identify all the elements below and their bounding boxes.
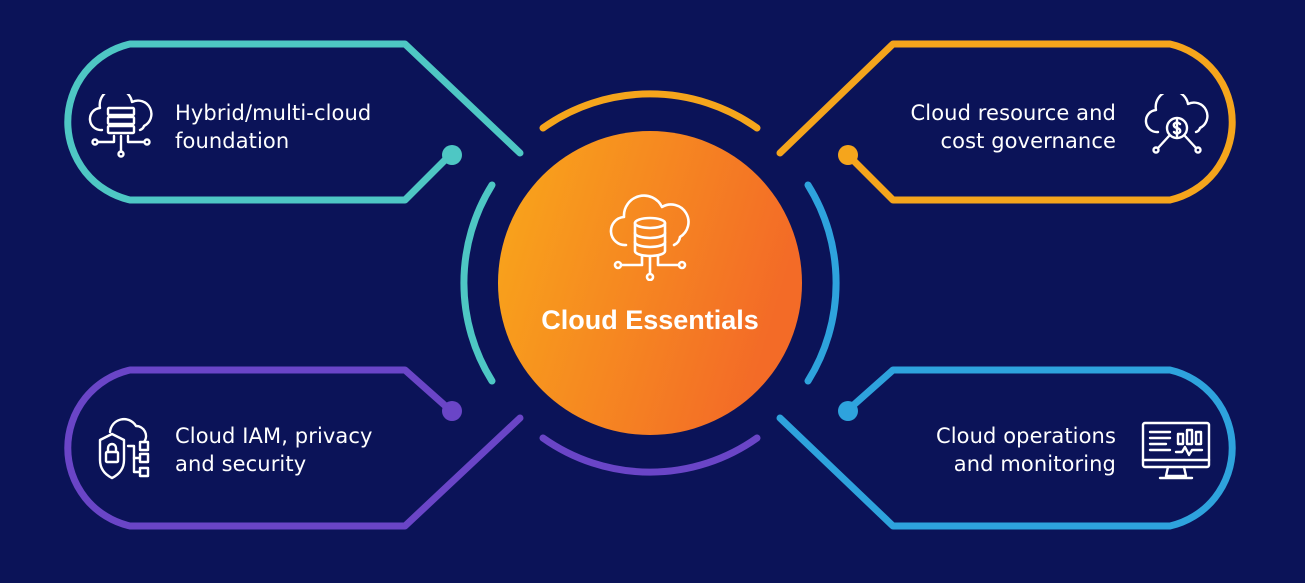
card-label-bottom-right: Cloud operations and monitoring <box>936 422 1116 478</box>
ring-arc-bottom <box>539 434 761 476</box>
center-title: Cloud Essentials <box>541 305 759 335</box>
card-label-top-right: Cloud resource and cost governance <box>911 99 1116 155</box>
cloud-dollar-icon <box>1144 94 1209 154</box>
card-outline-bottom-right <box>776 366 1236 530</box>
connector-dot-bottom-left <box>442 401 462 421</box>
monitor-dashboard-icon <box>1141 421 1211 480</box>
card-label-line: and monitoring <box>953 452 1116 476</box>
card-label-line: foundation <box>175 129 290 153</box>
cloud-server-network-icon <box>88 94 153 158</box>
connector-dot-top-right <box>838 145 858 165</box>
ring-arc-left <box>460 181 496 385</box>
connector-dot-bottom-right <box>838 401 858 421</box>
card-label-line: Cloud resource and <box>910 101 1116 125</box>
card-outline-top-left <box>64 40 524 204</box>
connector-dot-top-left <box>442 145 462 165</box>
card-label-line: cost governance <box>940 129 1116 153</box>
cloud-database-icon <box>609 194 690 281</box>
card-label-line: Hybrid/multi-cloud <box>175 101 372 125</box>
ring-arc-top <box>539 90 761 132</box>
ring-arc-right <box>804 181 840 385</box>
card-label-line: and security <box>175 452 307 476</box>
center-circle <box>498 131 802 435</box>
card-label-line: Cloud IAM, privacy <box>175 424 373 448</box>
shield-lock-icon <box>98 417 150 480</box>
card-label-top-left: Hybrid/multi-cloud foundation <box>175 99 371 155</box>
card-label-line: Cloud operations <box>935 424 1116 448</box>
card-outline-top-right <box>776 40 1236 204</box>
card-label-bottom-left: Cloud IAM, privacy and security <box>175 422 373 478</box>
card-outline-bottom-left <box>64 366 524 530</box>
